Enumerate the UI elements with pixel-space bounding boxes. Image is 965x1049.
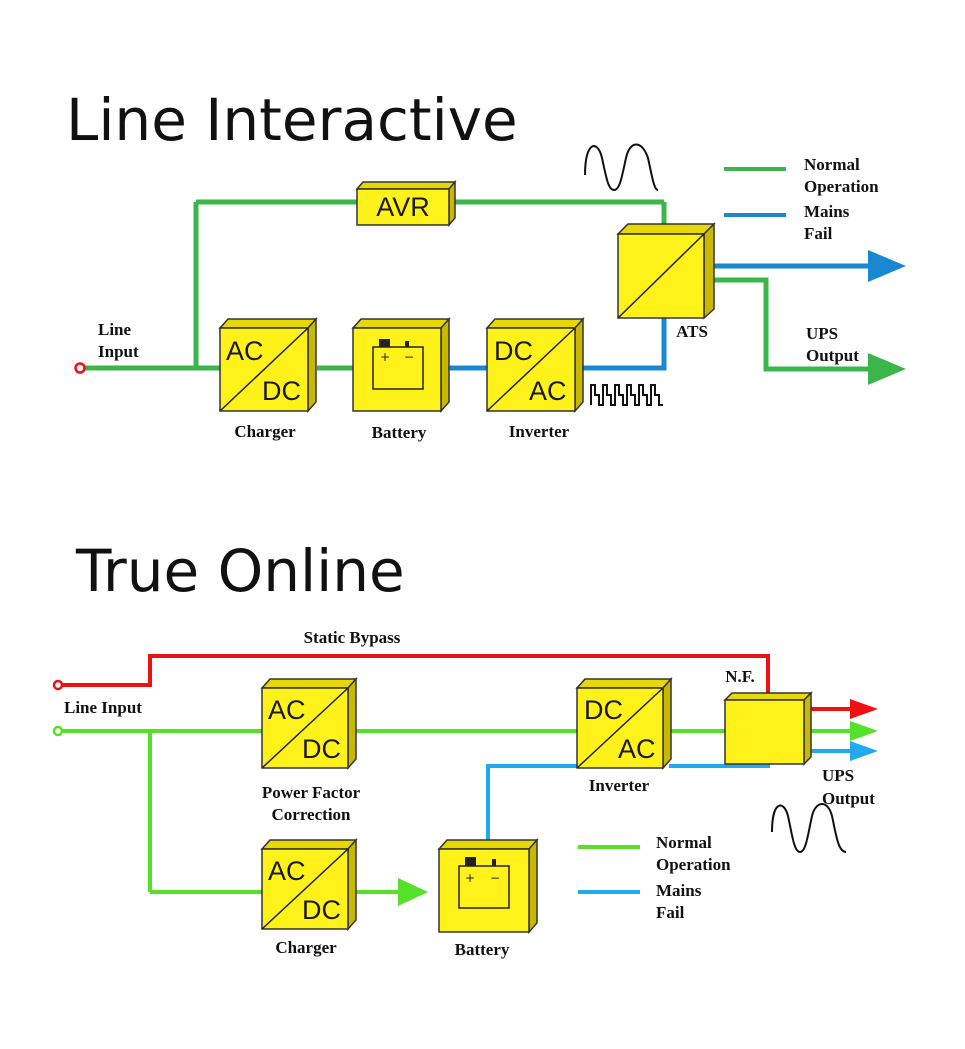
to-normal-output-arrow bbox=[850, 721, 878, 741]
li-normal-wires bbox=[80, 199, 880, 372]
li-battery-box: + − bbox=[351, 317, 451, 413]
to-inverter-label: Inverter bbox=[589, 776, 650, 795]
li-ups-output-label-1: UPS bbox=[806, 324, 838, 343]
li-inverter-dc: DC bbox=[494, 336, 533, 366]
to-line-input-node bbox=[52, 725, 64, 737]
to-nf-box bbox=[723, 691, 813, 766]
to-pfc-label-2: Correction bbox=[272, 805, 352, 824]
to-charger-arrow bbox=[398, 878, 428, 906]
li-line-input-node bbox=[74, 362, 86, 374]
to-static-bypass-label: Static Bypass bbox=[304, 628, 401, 647]
to-charger-label: Charger bbox=[275, 938, 337, 957]
li-mains-fail-arrow bbox=[868, 250, 906, 282]
li-line-input-label-2: Input bbox=[98, 342, 139, 361]
svg-text:+: + bbox=[380, 350, 390, 364]
li-legend-normal-1: Normal bbox=[804, 155, 860, 174]
to-charger-dc: DC bbox=[302, 895, 341, 925]
li-charger-label: Charger bbox=[234, 422, 296, 441]
li-ats-label: ATS bbox=[676, 322, 708, 341]
to-legend-normal-1: Normal bbox=[656, 833, 712, 852]
to-inverter-dc: DC bbox=[584, 695, 623, 725]
to-pfc-ac: AC bbox=[268, 695, 306, 725]
to-pfc-dc: DC bbox=[302, 734, 341, 764]
to-legend-normal-2: Operation bbox=[656, 855, 731, 874]
to-pfc-box: AC DC bbox=[260, 677, 358, 770]
to-nf-label: N.F. bbox=[725, 667, 755, 686]
true-online-title: True Online bbox=[75, 537, 405, 605]
to-charger-ac: AC bbox=[268, 856, 306, 886]
li-inverter-ac: AC bbox=[529, 376, 567, 406]
to-bypass-input-node bbox=[52, 679, 64, 691]
to-legend-fail-1: Mains bbox=[656, 881, 702, 900]
to-mains-fail-arrow bbox=[850, 741, 878, 761]
to-line-input-label: Line Input bbox=[64, 698, 142, 717]
li-square-wave bbox=[590, 384, 663, 406]
li-sine-wave bbox=[584, 143, 659, 192]
li-legend-normal-2: Operation bbox=[804, 177, 879, 196]
li-ups-output-label-2: Output bbox=[806, 346, 859, 365]
to-battery-label: Battery bbox=[455, 940, 510, 959]
line-interactive-title: Line Interactive bbox=[66, 86, 518, 154]
li-battery-label: Battery bbox=[372, 423, 427, 442]
li-inverter-label: Inverter bbox=[509, 422, 570, 441]
li-avr-text: AVR bbox=[376, 192, 430, 222]
li-avr-box: AVR bbox=[355, 179, 457, 228]
to-legend-fail-2: Fail bbox=[656, 903, 685, 922]
li-charger-dc: DC bbox=[262, 376, 301, 406]
to-inverter-box: DC AC bbox=[575, 677, 673, 770]
li-legend-fail-1: Mains bbox=[804, 202, 850, 221]
li-inverter-box: DC AC bbox=[485, 317, 585, 413]
to-inverter-ac: AC bbox=[618, 734, 656, 764]
li-line-input-label-1: Line bbox=[98, 320, 132, 339]
to-ups-output-label-1: UPS bbox=[822, 766, 854, 785]
li-legend-fail-2: Fail bbox=[804, 224, 833, 243]
to-sine-wave bbox=[771, 803, 847, 854]
to-battery-box: + − bbox=[437, 838, 539, 934]
li-ats-box bbox=[616, 222, 716, 320]
to-pfc-label-1: Power Factor bbox=[262, 783, 361, 802]
to-charger-box: AC DC bbox=[260, 838, 358, 931]
li-charger-box: AC DC bbox=[218, 317, 318, 413]
svg-text:+: + bbox=[465, 871, 475, 885]
to-bypass-arrow bbox=[850, 699, 878, 719]
svg-text:−: − bbox=[404, 350, 414, 364]
to-ups-output-label-2: Output bbox=[822, 789, 875, 808]
li-charger-ac: AC bbox=[226, 336, 264, 366]
svg-text:−: − bbox=[490, 871, 500, 885]
li-ups-output-arrow bbox=[868, 353, 906, 385]
